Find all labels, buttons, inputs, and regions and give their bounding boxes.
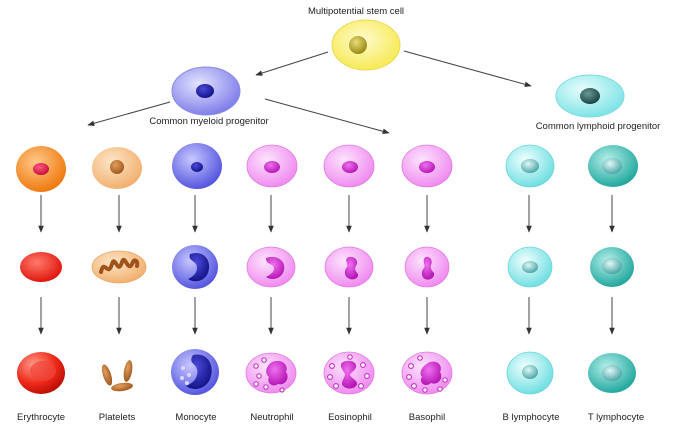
megakaryocyte — [91, 250, 147, 284]
arrow-myeloid-to-left — [87, 101, 171, 126]
myeloid-progenitor-label: Common myeloid progenitor — [149, 116, 269, 127]
stem-cell-label: Multipotential stem cell — [307, 6, 405, 17]
eosinophil — [323, 351, 375, 395]
eosinophil-myelocyte — [324, 246, 374, 288]
t-lymphocyte — [588, 353, 636, 393]
basophil-label: Basophil — [408, 412, 446, 423]
lymphoid-progenitor-label: Common lymphoid progenitor — [535, 121, 661, 132]
arrow-myeloid-to-right — [264, 98, 390, 135]
monocyte-precursor — [172, 143, 222, 189]
b-lymphoblast — [507, 246, 553, 288]
b-lymphocyte-precursor — [505, 144, 555, 188]
branch-arrows — [87, 50, 532, 135]
neutrophil-precursor — [246, 144, 298, 188]
precursor-row — [16, 143, 638, 192]
promonocyte — [172, 245, 218, 289]
b-lymphocyte-label: B lymphocyte — [502, 412, 560, 423]
arrow-stem-to-lymphoid — [403, 50, 532, 88]
platelets-label: Platelets — [98, 412, 136, 423]
vertical-arrows — [38, 195, 615, 335]
stem-cell — [331, 19, 401, 71]
lymphoid-nucleus — [580, 88, 600, 104]
stem-nucleus — [349, 36, 367, 54]
intermediate-row — [20, 245, 634, 289]
neutrophil — [245, 352, 297, 394]
eosinophil-precursor — [323, 144, 375, 188]
erythrocyte — [17, 352, 65, 394]
basophil-precursor — [401, 144, 453, 188]
neutrophil-label: Neutrophil — [250, 412, 294, 423]
reticulocyte — [20, 252, 62, 282]
basophil-myelocyte — [404, 246, 450, 288]
neutrophil-myelocyte — [246, 246, 296, 288]
monocyte — [171, 349, 219, 395]
eosinophil-label: Eosinophil — [328, 412, 372, 423]
megakaryocyte-precursor — [92, 147, 142, 189]
t-lymphocyte-label: T lymphocyte — [587, 412, 645, 423]
erythroid-precursor — [16, 146, 66, 192]
lymphoid-progenitor-cell — [555, 74, 625, 118]
mature-row — [17, 349, 636, 395]
arrow-stem-to-myeloid — [255, 51, 329, 76]
basophil — [401, 351, 453, 395]
monocyte-label: Monocyte — [175, 412, 217, 423]
myeloid-progenitor-cell — [171, 66, 241, 116]
platelets — [101, 360, 133, 392]
myeloid-nucleus — [196, 84, 214, 98]
t-lymphoblast — [590, 247, 634, 287]
b-lymphocyte — [506, 351, 554, 395]
t-lymphocyte-precursor — [588, 145, 638, 187]
erythrocyte-label: Erythrocyte — [16, 412, 66, 423]
